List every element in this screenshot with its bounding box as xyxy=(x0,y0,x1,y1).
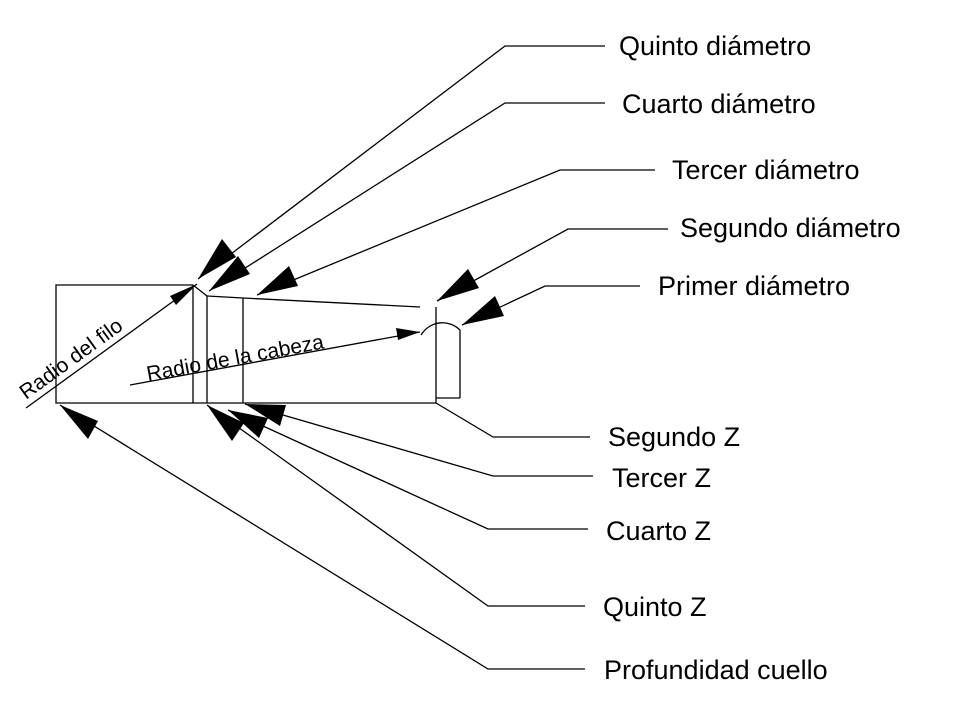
tool-outline xyxy=(55,284,461,404)
leader-tercer-diametro xyxy=(256,169,655,296)
leader-primer-diametro xyxy=(461,285,640,326)
radio-de-la-cabeza-dimension xyxy=(129,328,421,386)
label-tercer-z: Tercer Z xyxy=(612,463,711,493)
label-segundo-diametro: Segundo diámetro xyxy=(680,213,901,243)
leader-segundo-z xyxy=(435,402,590,438)
leader-segundo-diametro xyxy=(436,228,668,302)
label-tercer-diametro: Tercer diámetro xyxy=(672,155,860,185)
leader-quinto-diametro xyxy=(197,45,605,280)
radio-del-filo-dimension xyxy=(25,283,198,409)
leader-cuarto-diametro xyxy=(208,102,605,292)
label-profundidad-cuello: Profundidad cuello xyxy=(604,655,828,685)
leader-quinto-z xyxy=(206,404,585,607)
label-radio-del-filo: Radio del filo xyxy=(15,314,127,404)
label-radio-de-la-cabeza: Radio de la cabeza xyxy=(145,330,326,385)
label-quinto-diametro: Quinto diámetro xyxy=(619,31,811,61)
label-cuarto-z: Cuarto Z xyxy=(606,516,711,546)
label-segundo-z: Segundo Z xyxy=(608,422,740,452)
label-cuarto-diametro: Cuarto diámetro xyxy=(622,89,816,119)
label-primer-diametro: Primer diámetro xyxy=(658,271,850,301)
leader-tercer-z xyxy=(244,403,593,477)
leader-profundidad-cuello xyxy=(59,404,585,670)
leader-cuarto-z xyxy=(227,409,588,530)
label-quinto-z: Quinto Z xyxy=(603,592,707,622)
